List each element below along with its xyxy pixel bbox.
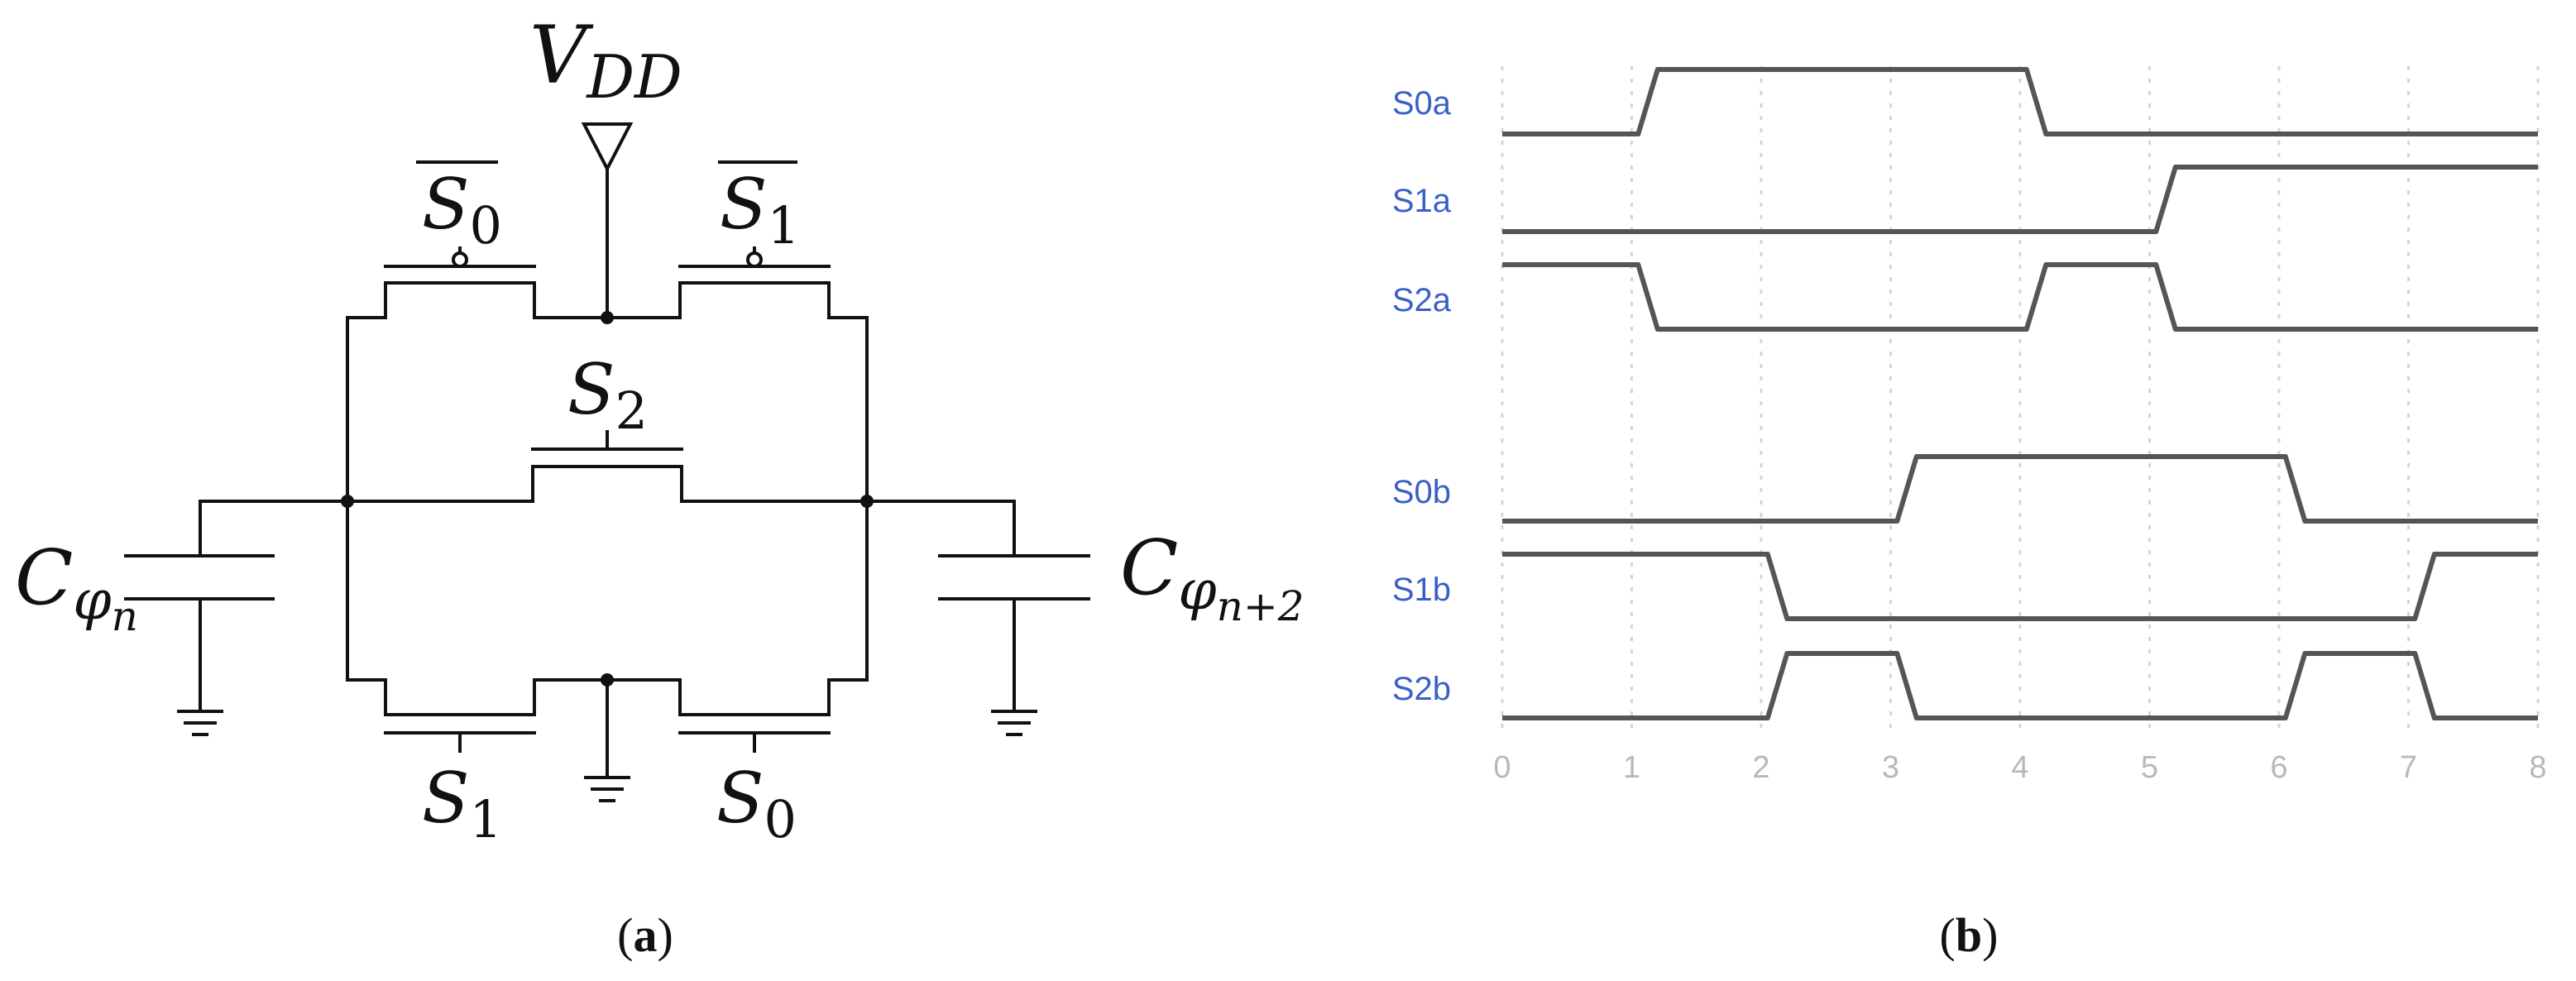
x-tick-label-4: 4 bbox=[2011, 750, 2028, 785]
c-right-label: Cφn+2 bbox=[1120, 524, 1305, 630]
waveforms bbox=[1502, 67, 2538, 720]
waveform-s2b bbox=[1502, 651, 2538, 720]
waveform-s1a bbox=[1502, 165, 2538, 234]
s0-bottom-label: S0 bbox=[716, 758, 797, 849]
junction-bottom bbox=[601, 673, 614, 687]
waveform-s2a bbox=[1502, 262, 2538, 332]
x-tick-label-3: 3 bbox=[1882, 750, 1899, 785]
signal-label-s1a: S1a bbox=[1392, 183, 1452, 219]
pmos-transistor-s1-bar bbox=[606, 160, 869, 319]
pmos-transistor-s0-bar bbox=[346, 160, 609, 319]
junction-vdd bbox=[601, 311, 614, 324]
signal-label-s1b: S1b bbox=[1392, 572, 1451, 608]
caption-a: (a) bbox=[617, 908, 673, 962]
x-tick-label-5: 5 bbox=[2141, 750, 2158, 785]
capacitor-right bbox=[938, 500, 1090, 736]
c-left-label: Cφn bbox=[15, 534, 138, 640]
s0-bar-top-label: S0 bbox=[422, 164, 502, 256]
x-tick-label-8: 8 bbox=[2529, 750, 2546, 785]
vdd-label: VDD bbox=[529, 9, 682, 112]
capacitor-left bbox=[124, 500, 275, 736]
junction-left bbox=[341, 495, 354, 508]
signal-label-s0b: S0b bbox=[1392, 474, 1451, 510]
vdd-terminal bbox=[581, 122, 634, 319]
signal-label-s2a: S2a bbox=[1392, 282, 1452, 318]
signal-label-s0a: S0a bbox=[1392, 85, 1452, 122]
s2-label: S2 bbox=[567, 349, 648, 441]
circuit-diagram: VDD S0 S1 bbox=[15, 9, 1305, 849]
waveform-s0a bbox=[1502, 67, 2538, 136]
x-tick-label-6: 6 bbox=[2270, 750, 2287, 785]
x-tick-label-1: 1 bbox=[1623, 750, 1640, 785]
transistor-s2 bbox=[199, 430, 1016, 503]
x-tick-label-2: 2 bbox=[1752, 750, 1769, 785]
x-axis-ticks: 0 1 2 3 4 5 6 7 8 bbox=[1493, 750, 2546, 785]
junction-right bbox=[860, 495, 874, 508]
s1-bottom-label: S1 bbox=[422, 758, 502, 849]
caption-b: (b) bbox=[1940, 908, 1999, 962]
x-tick-label-7: 7 bbox=[2400, 750, 2417, 785]
nmos-transistor-s0 bbox=[606, 678, 869, 753]
s1-bar-top-label: S1 bbox=[720, 164, 800, 256]
signal-label-s2b: S2b bbox=[1392, 671, 1451, 707]
x-tick-label-0: 0 bbox=[1493, 750, 1511, 785]
waveform-s1b bbox=[1502, 552, 2538, 621]
waveform-s0b bbox=[1502, 454, 2538, 524]
nmos-transistor-s1 bbox=[346, 678, 609, 753]
ground-symbol-center bbox=[584, 678, 630, 802]
